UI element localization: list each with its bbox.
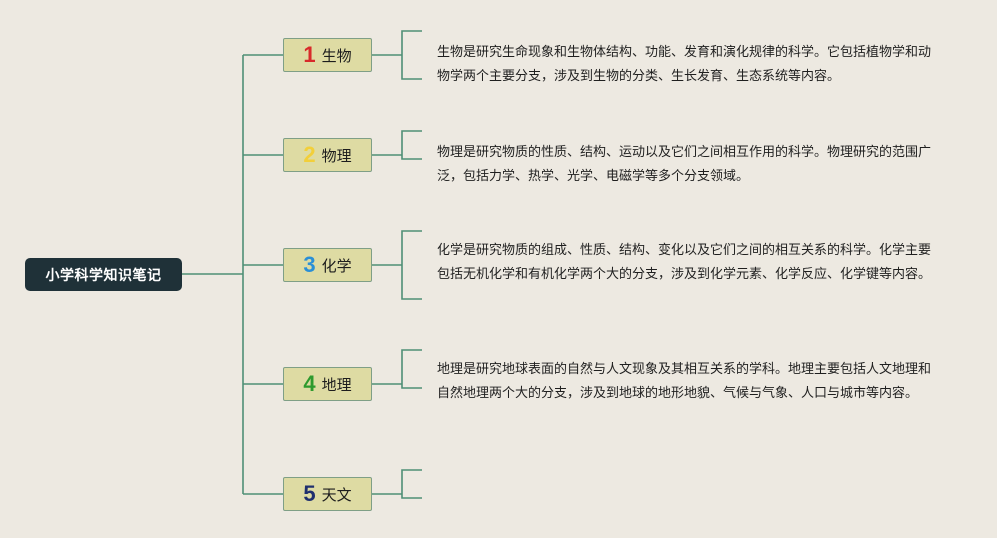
branch-label-chemistry: 化学 <box>321 256 352 275</box>
branch-label-astronomy: 天文 <box>321 485 352 504</box>
number-badge-1: 1 <box>303 42 316 67</box>
branch-label-biology: 生物 <box>321 46 352 65</box>
description-physics: 物理是研究物质的性质、结构、运动以及它们之间相互作用的科学。物理研究的范围广泛，… <box>437 145 932 184</box>
branch-label-geography: 地理 <box>321 375 352 394</box>
description-geography: 地理是研究地球表面的自然与人文现象及其相互关系的学科。地理主要包括人文地理和自然… <box>437 362 932 401</box>
branch-node-chemistry[interactable]: 3 化学 <box>283 248 372 282</box>
description-chemistry: 化学是研究物质的组成、性质、结构、变化以及它们之间的相互关系的科学。化学主要包括… <box>437 243 932 282</box>
bracket-1 <box>401 30 422 80</box>
root-node[interactable]: 小学科学知识笔记 <box>25 258 182 291</box>
number-badge-2: 2 <box>303 142 316 167</box>
description-biology: 生物是研究生命现象和生物体结构、功能、发育和演化规律的科学。它包括植物学和动物学… <box>437 45 932 84</box>
bracket-4 <box>401 349 422 389</box>
branch-node-astronomy[interactable]: 5 天文 <box>283 477 372 511</box>
bracket-3 <box>401 230 422 300</box>
root-title: 小学科学知识笔记 <box>45 267 162 284</box>
branch-node-geography[interactable]: 4 地理 <box>283 367 372 401</box>
number-badge-4: 4 <box>303 371 316 396</box>
number-badge-3: 3 <box>303 252 316 277</box>
bracket-2 <box>401 130 422 160</box>
bracket-5 <box>401 469 422 499</box>
branch-node-biology[interactable]: 1 生物 <box>283 38 372 72</box>
branch-label-physics: 物理 <box>321 146 352 165</box>
number-badge-5: 5 <box>303 481 316 506</box>
branch-node-physics[interactable]: 2 物理 <box>283 138 372 172</box>
